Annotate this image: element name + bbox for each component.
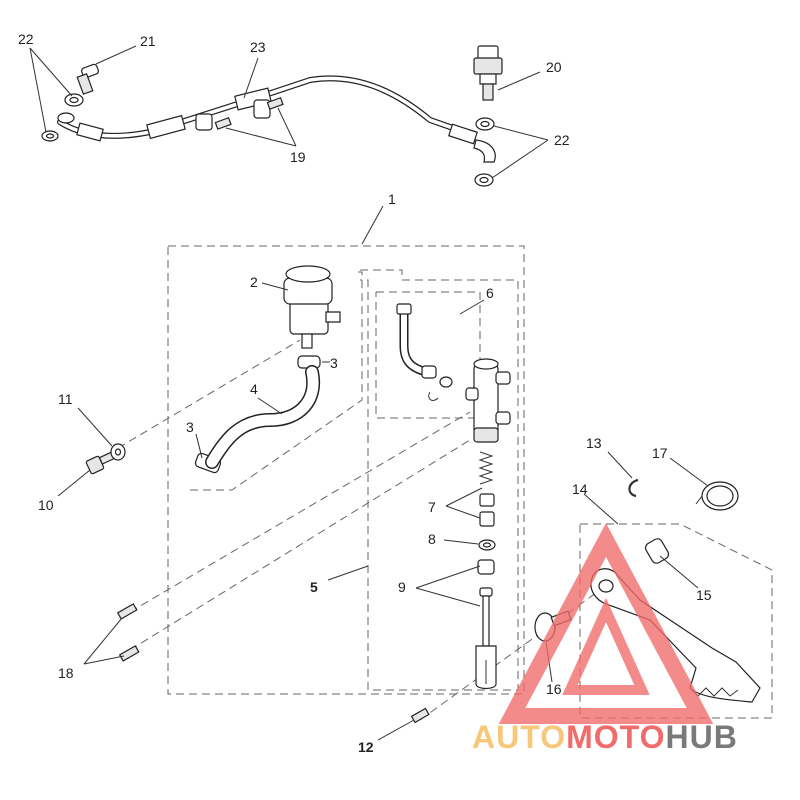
group-outlines [117,245,773,721]
return-spring-17 [695,481,739,511]
callout-10: 10 [38,497,54,513]
callout-16: 16 [546,681,562,697]
bolts-19 [214,97,284,130]
callout-7: 7 [428,499,436,515]
assembly-line-18b [129,439,471,651]
callout-20: 20 [546,59,562,75]
watermark-brand: AUTOMOTOHUB [472,719,738,755]
brake-hose-23 [57,75,496,163]
callout-3-bottom: 3 [186,419,194,435]
callout-13: 13 [586,435,602,451]
assembly-line-18a [129,411,471,613]
banjo-bolt-21 [76,63,99,95]
callout-6: 6 [486,285,494,301]
pushrod-9 [475,559,497,690]
callout-14: 14 [572,481,588,497]
watermark-triangle-icon [498,523,714,724]
watermark-logo [498,523,714,724]
outline-group-5 [360,269,519,691]
watermark-inner-triangle-icon [562,597,650,695]
circlip-13 [628,478,639,498]
bushing-15 [644,538,670,564]
spring-seals-7 [478,451,495,527]
reservoir-hose-4 [205,365,321,469]
callout-21: 21 [140,33,156,49]
outline-assembly-1 [167,245,525,695]
watermark-text: AUTOMOTOHUB [472,719,738,755]
callout-3-top: 3 [330,355,338,371]
callout-2: 2 [250,274,258,290]
callout-12: 12 [358,739,374,755]
pipe-6 [396,303,453,401]
callout-11: 11 [58,391,73,407]
bolt-12 [410,707,430,724]
callout-18: 18 [58,665,74,681]
callout-22-right: 22 [554,132,570,148]
callout-1: 1 [388,191,396,207]
washer-22-right [474,117,495,187]
callout-19: 19 [290,149,306,165]
bolts-18 [116,603,140,662]
callout-23: 23 [250,39,266,55]
master-cylinder [465,358,511,443]
callout-17: 17 [652,445,668,461]
callout-5: 5 [310,579,318,595]
outline-group-6 [375,291,481,419]
washer-11 [110,443,126,461]
callout-15: 15 [696,587,712,603]
callout-numbers: 1 2 3 3 4 5 6 7 8 9 10 11 12 13 14 15 16… [18,31,712,755]
outline-hose-group [190,271,363,491]
callout-8: 8 [428,531,436,547]
leader-lines [29,45,709,741]
washer-22-left [41,93,84,142]
pressure-switch-20 [473,45,503,101]
reservoir-2 [283,265,341,349]
o-ring-8 [478,539,496,551]
assembly-line-10 [117,339,301,449]
callout-9: 9 [398,579,406,595]
callout-4: 4 [250,381,258,397]
callout-22-left: 22 [18,31,34,47]
